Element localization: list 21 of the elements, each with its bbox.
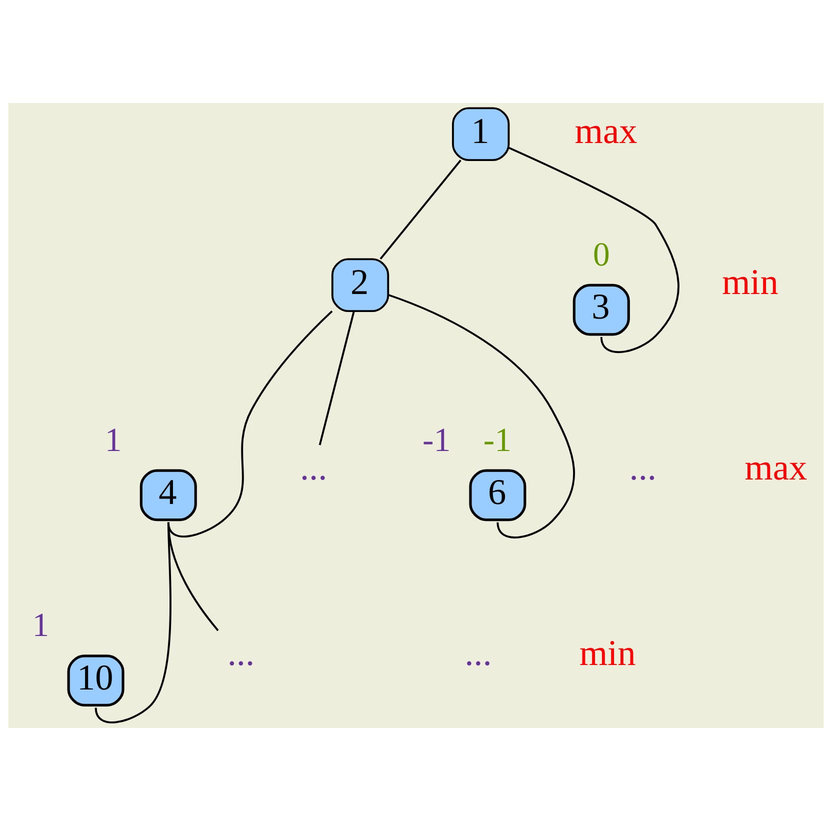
node-label: -1: [422, 422, 451, 459]
label: ...: [464, 632, 492, 673]
node-text: ...: [227, 632, 255, 673]
label: max: [574, 111, 638, 152]
node-box: 1: [452, 107, 510, 162]
node-label: -1: [483, 422, 512, 459]
label: min: [579, 632, 636, 673]
label: ...: [629, 447, 656, 488]
node-label: 1: [104, 422, 122, 459]
node-label: 1: [32, 607, 50, 644]
connector: [380, 160, 462, 260]
connector: [388, 294, 575, 538]
connector: [318, 310, 355, 446]
label: min: [722, 262, 778, 302]
node-text: ...: [300, 447, 328, 488]
connector: [167, 522, 219, 632]
connector: [167, 310, 333, 538]
label: max: [744, 447, 808, 488]
connector: [508, 146, 680, 353]
node-label: 0: [592, 236, 610, 274]
node-box: 2: [331, 258, 390, 312]
